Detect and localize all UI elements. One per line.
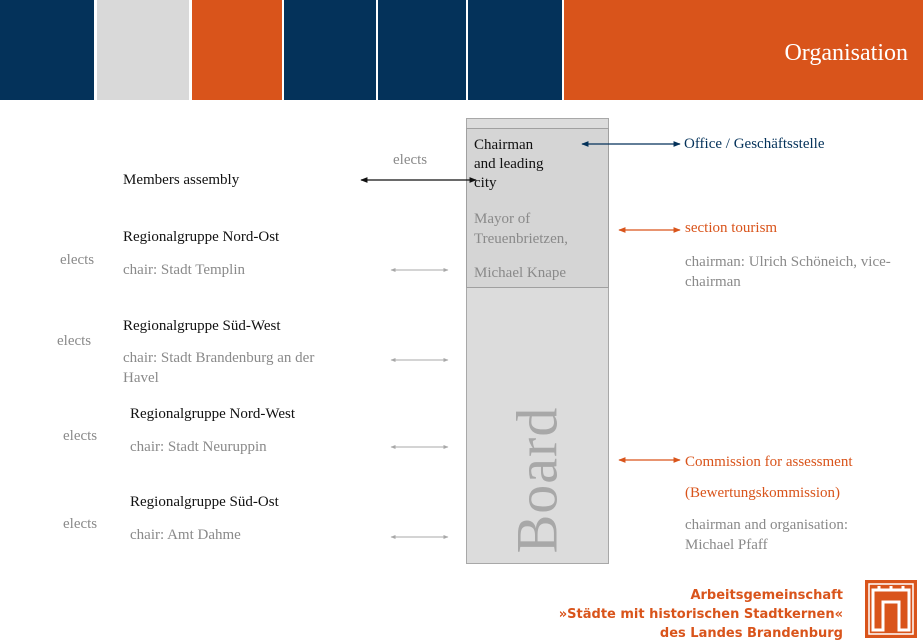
header-block-7: Organisation [564, 0, 923, 100]
chairman-person-line3: Michael Knape [474, 265, 567, 281]
commission-detail: chairman and organisation: Michael Pfaff [685, 517, 849, 553]
group-chair-1: chair: Stadt Templin [123, 262, 245, 278]
chairman-person-line2: Treuenbrietzen, [474, 231, 568, 247]
header-block-6 [468, 0, 562, 100]
tourism-title: section tourism [685, 220, 778, 236]
chairman-person-line1: Mayor of [474, 211, 531, 227]
group-chair-3: chair: Stadt Neuruppin [130, 439, 267, 455]
logo-text: Arbeitsgemeinschaft »Städte mit historis… [559, 586, 843, 643]
castle-gate-icon [865, 580, 917, 638]
header-block-2 [97, 0, 189, 100]
members-assembly: Members assembly [123, 172, 240, 188]
commission-title: Commission for assessment [685, 454, 853, 470]
group-name-2: Regionalgruppe Süd-West [123, 318, 281, 334]
header-block-3 [192, 0, 282, 100]
elects-label-top: elects [393, 152, 428, 168]
page-title: Organisation [784, 40, 908, 66]
tourism-detail: chairman: Ulrich Schöneich, vice-chairma… [685, 254, 891, 290]
group-chair-4: chair: Amt Dahme [130, 527, 241, 543]
chairman-title: Chairman and leading city [474, 137, 544, 191]
chairman-box [466, 128, 609, 288]
header-block-1 [0, 0, 94, 100]
header-block-4 [284, 0, 376, 100]
office-label: Office / Geschäftsstelle [684, 136, 825, 152]
elects-label-2: elects [57, 333, 92, 349]
group-name-4: Regionalgruppe Süd-Ost [130, 494, 279, 510]
logo-line-2: »Städte mit historischen Stadtkernen« [558, 607, 843, 622]
header-block-5 [378, 0, 466, 100]
logo-line-3: des Landes Brandenburg [659, 626, 843, 641]
elects-label-3: elects [63, 428, 98, 444]
elects-label-1: elects [60, 252, 95, 268]
commission-subtitle: (Bewertungskommission) [685, 485, 840, 501]
group-name-3: Regionalgruppe Nord-West [130, 406, 295, 422]
group-name-1: Regionalgruppe Nord-Ost [123, 229, 280, 245]
logo-line-1: Arbeitsgemeinschaft [690, 588, 843, 603]
group-chair-2: chair: Stadt Brandenburg an der Havel [123, 350, 315, 386]
elects-label-4: elects [63, 516, 98, 532]
